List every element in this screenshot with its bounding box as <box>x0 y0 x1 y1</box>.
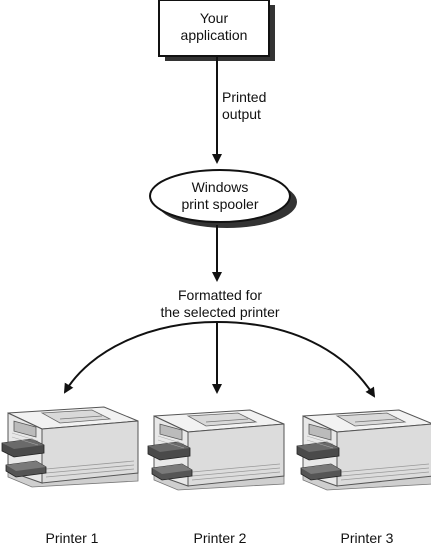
formatted-label: Formatted for the selected printer <box>160 287 280 320</box>
printer-2-icon <box>147 409 285 491</box>
app-box-label: Your application <box>180 10 248 43</box>
app-box <box>158 0 270 57</box>
printer-3-label: Printer 3 <box>340 530 394 546</box>
arrow-to-printer-1 <box>63 321 218 394</box>
spooler-ellipse <box>149 169 291 223</box>
spooler-label: Windows print spooler <box>181 179 259 212</box>
printed-output-label: Printed output <box>222 89 267 122</box>
printer-3-icon <box>296 409 431 491</box>
printer-1-icon <box>1 406 139 488</box>
arrow-to-printer-3 <box>216 321 376 398</box>
printer-1-label: Printer 1 <box>45 530 99 546</box>
printer-2-label: Printer 2 <box>193 530 247 546</box>
